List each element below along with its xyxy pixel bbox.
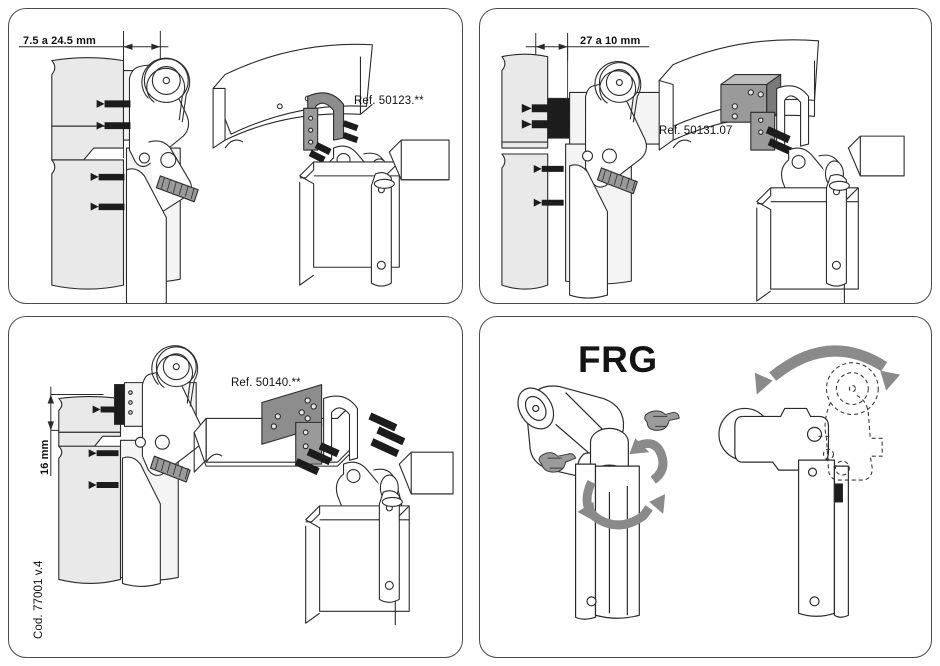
panel-adjustment-instructions: FRG xyxy=(479,316,932,658)
family-title: FRG xyxy=(578,339,658,380)
dimension-line xyxy=(18,30,169,61)
screw xyxy=(765,126,793,156)
screw xyxy=(88,405,121,489)
panel-1-drawing xyxy=(18,30,450,303)
ref-label-panel-2: Ref. 50131.07 xyxy=(659,125,733,137)
ref-label-panel-1: Ref. 50123.** xyxy=(354,95,424,107)
panel-4-drawing xyxy=(517,345,901,620)
screw xyxy=(90,99,131,211)
panel-3-drawing xyxy=(47,345,454,626)
dimension-label-panel-3: 16 mm xyxy=(39,439,51,475)
dimension-label-panel-2: 27 a 10 mm xyxy=(580,35,641,47)
screw xyxy=(521,103,570,207)
screw xyxy=(308,120,359,163)
panel-2-drawing xyxy=(501,32,905,303)
screw xyxy=(294,412,406,476)
hex-tool-icon xyxy=(644,410,680,431)
doc-code-label: Cod. 77001 v.4 xyxy=(33,560,45,639)
allen-key-icon xyxy=(538,452,577,473)
panel-installation-variant-50131: 27 a 10 mm Ref. 50131.07 xyxy=(479,8,932,304)
ref-label-panel-3: Ref. 50140.** xyxy=(231,377,301,389)
panel-installation-variant-50123: 7.5 a 24.5 mm Ref. 50123.** xyxy=(8,8,463,304)
panel-installation-variant-50140: 16 mm Ref. 50140.** Cod. 77001 v.4 xyxy=(8,316,463,658)
dimension-label-panel-1: 7.5 a 24.5 mm xyxy=(23,35,96,47)
